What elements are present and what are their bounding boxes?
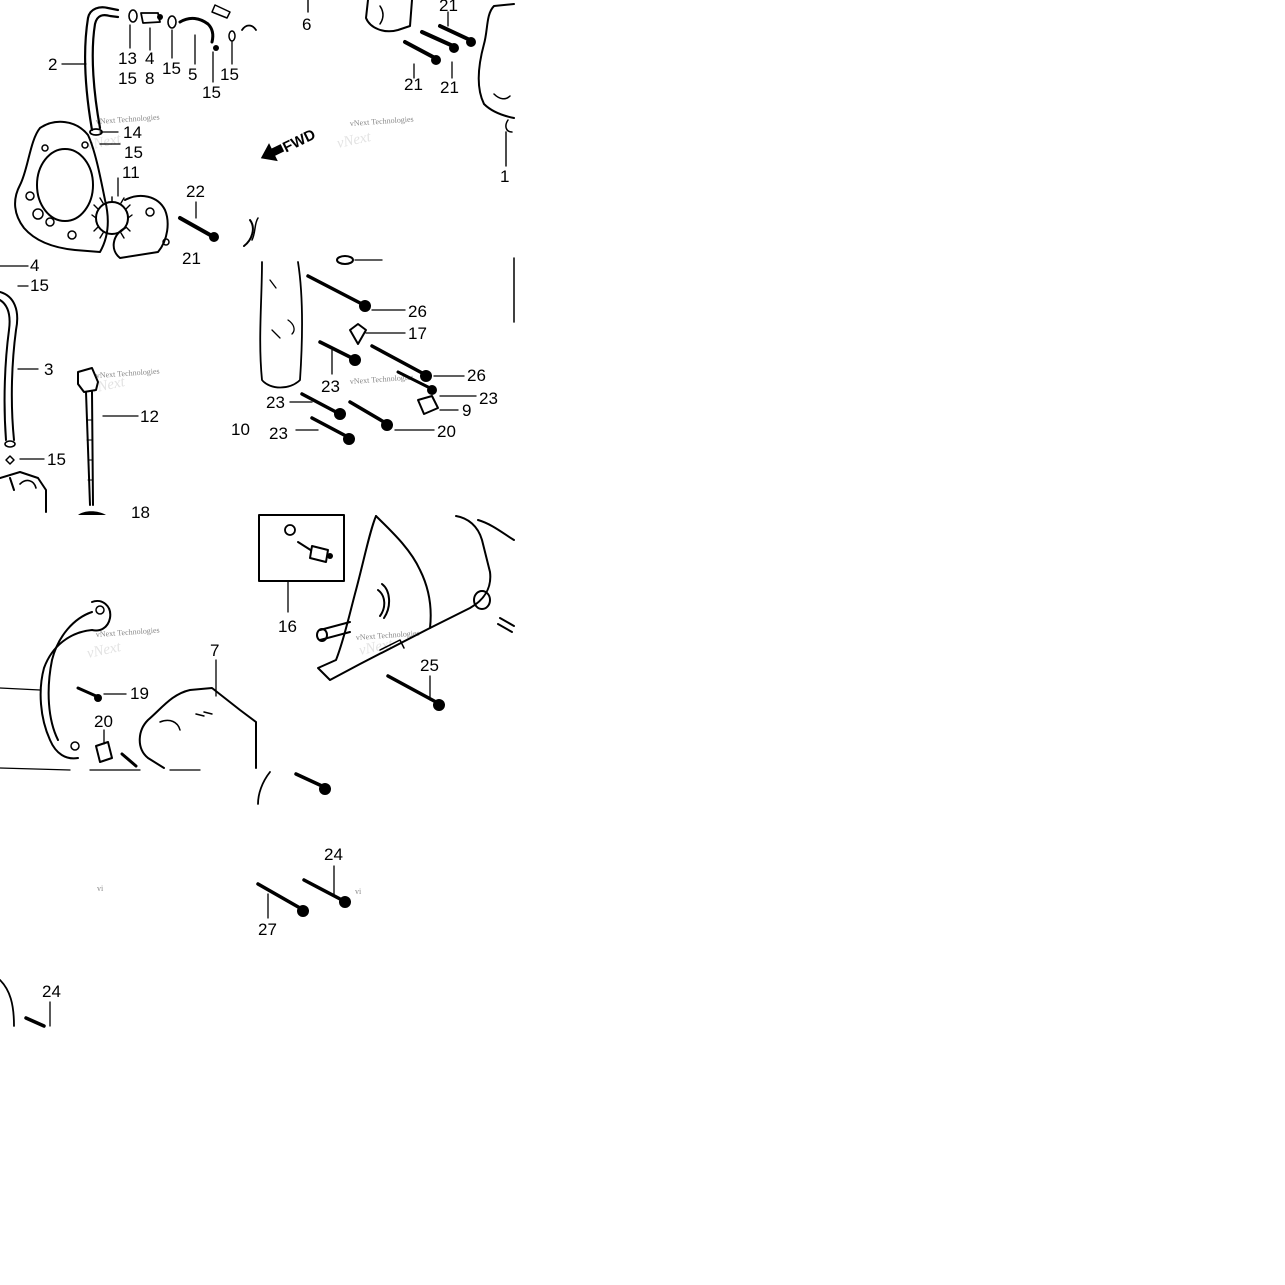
callout-label: 26 bbox=[408, 302, 427, 321]
callout-label: 17 bbox=[408, 324, 427, 343]
svg-text:vNext: vNext bbox=[358, 636, 396, 659]
callout-label: 16 bbox=[278, 617, 297, 636]
callout-label: 15 bbox=[47, 450, 66, 469]
callout-label: 23 bbox=[479, 389, 498, 408]
tile-bottom-sliver bbox=[0, 979, 51, 1028]
inset-box bbox=[258, 514, 345, 582]
callout-label: 23 bbox=[266, 393, 285, 412]
callout-label: 6 bbox=[302, 15, 311, 34]
callout-label: 21 bbox=[404, 75, 423, 94]
callout-label: 4 bbox=[30, 256, 39, 275]
callout-label: 10 bbox=[231, 420, 250, 439]
callout-label: 19 bbox=[130, 684, 149, 703]
tile-center-bolts bbox=[259, 255, 515, 445]
watermark-text: vNext Technologies bbox=[350, 373, 414, 386]
callout-label: 8 bbox=[145, 69, 154, 88]
callout-label: 21 bbox=[439, 0, 458, 15]
callout-label: 15 bbox=[220, 65, 239, 84]
callout-label: 15 bbox=[162, 59, 181, 78]
callout-label: 4 bbox=[145, 49, 154, 68]
watermark-fragment: vi bbox=[355, 887, 362, 896]
callout-label: 27 bbox=[258, 920, 277, 939]
watermark-layer: vNext vNext vNext vNext vNext vNext Tech… bbox=[86, 113, 420, 896]
callout-label: 18 bbox=[131, 503, 150, 522]
watermark-text: vNext Technologies bbox=[96, 367, 160, 380]
callout-label: 20 bbox=[437, 422, 456, 441]
callout-label: 15 bbox=[202, 83, 221, 102]
callout-label: 20 bbox=[94, 712, 113, 731]
callout-label: 25 bbox=[420, 656, 439, 675]
callout-label: 9 bbox=[462, 401, 471, 420]
callout-label: 13 bbox=[118, 49, 137, 68]
callout-label: 22 bbox=[186, 182, 205, 201]
tile-cover-and-guide bbox=[0, 600, 257, 771]
svg-text:vNext: vNext bbox=[90, 374, 128, 397]
svg-text:vNext: vNext bbox=[336, 129, 374, 152]
callout-labels: 2 13 15 4 8 15 5 15 15 14 15 11 22 21 4 … bbox=[30, 0, 509, 1001]
callout-label: 5 bbox=[188, 65, 197, 84]
callout-label: 21 bbox=[440, 78, 459, 97]
callout-label: 15 bbox=[30, 276, 49, 295]
callout-label: 2 bbox=[48, 55, 57, 74]
svg-text:vNext: vNext bbox=[86, 131, 124, 154]
watermark-text: vNext Technologies bbox=[96, 113, 160, 126]
watermark-text: vNext Technologies bbox=[96, 626, 160, 639]
callout-label: 14 bbox=[123, 123, 142, 142]
callout-label: 26 bbox=[467, 366, 486, 385]
callout-label: 15 bbox=[118, 69, 137, 88]
tile-bracket bbox=[258, 514, 515, 711]
callout-label: 11 bbox=[122, 163, 140, 182]
tile-breather-and-pump bbox=[14, 4, 257, 259]
tile-hose-and-dipstick bbox=[0, 265, 139, 515]
watermark-fragment: vi bbox=[97, 884, 104, 893]
fwd-label: FWD bbox=[280, 126, 318, 156]
callout-label: 7 bbox=[210, 641, 219, 660]
tile-lower-bolts bbox=[256, 771, 351, 919]
callout-label: 1 bbox=[500, 167, 509, 186]
callout-label: 3 bbox=[44, 360, 53, 379]
callout-label: 12 bbox=[140, 407, 159, 426]
watermark-text: vNext Technologies bbox=[350, 115, 414, 128]
callout-label: 21 bbox=[182, 249, 201, 268]
watermark-text: vNext Technologies bbox=[356, 629, 420, 642]
fwd-arrow: FWD bbox=[260, 126, 319, 162]
callout-label: 24 bbox=[324, 845, 343, 864]
callout-label: 24 bbox=[42, 982, 61, 1001]
callout-label: 15 bbox=[124, 143, 143, 162]
callout-label: 23 bbox=[321, 377, 340, 396]
callout-label: 23 bbox=[269, 424, 288, 443]
svg-text:vNext: vNext bbox=[86, 639, 124, 662]
